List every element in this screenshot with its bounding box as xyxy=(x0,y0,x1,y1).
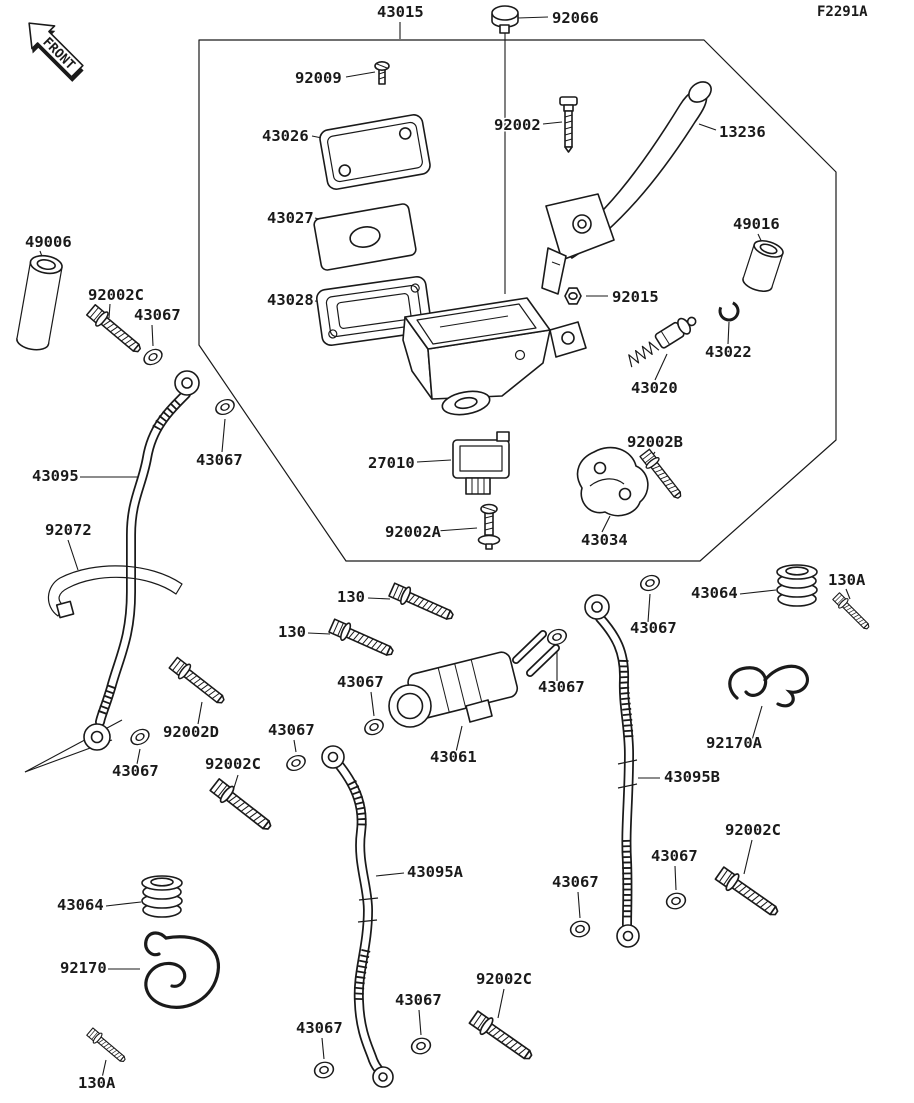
part-43067-washer-11 xyxy=(312,1059,336,1081)
part-label-130-2: 130 xyxy=(278,623,306,641)
part-43067-washer-3 xyxy=(637,572,663,594)
leader-lines xyxy=(24,16,851,1079)
part-43034-clamp xyxy=(576,446,649,517)
part-130-bolt-1 xyxy=(387,580,457,626)
part-92002c-bolt-right xyxy=(713,864,783,922)
part-43067-washer-10 xyxy=(409,1035,433,1057)
part-92002a-screw xyxy=(477,503,501,550)
part-label-92002c-3: 92002C xyxy=(725,821,781,839)
part-43095a-brake-hose xyxy=(321,745,394,1088)
part-43067-washer-6 xyxy=(127,725,153,749)
part-43028-diaphragm xyxy=(316,275,432,347)
part-label-92170: 92170 xyxy=(60,959,107,977)
part-92002d-bolt xyxy=(167,655,229,709)
part-92002-pivot-bolt xyxy=(559,96,578,153)
part-label-43067-3: 43067 xyxy=(630,619,677,637)
part-43067-washer-9 xyxy=(568,918,592,940)
part-label-92002d: 92002D xyxy=(163,723,219,741)
part-43027-diaphragm-plate xyxy=(313,203,417,271)
part-label-43067-11: 43067 xyxy=(296,1019,343,1037)
part-43067-washer-8 xyxy=(664,890,688,912)
part-label-130a-2: 130A xyxy=(78,1074,116,1092)
part-label-13236: 13236 xyxy=(719,123,766,141)
part-92170a-clip xyxy=(728,664,809,708)
part-label-92066: 92066 xyxy=(552,9,599,27)
part-43095b-brake-hose xyxy=(584,594,640,948)
part-43020-piston-set xyxy=(628,316,697,368)
part-master-cylinder-body xyxy=(402,297,587,416)
part-92002c-bolt-bottom xyxy=(467,1008,537,1066)
part-label-92002c-4: 92002C xyxy=(476,970,532,988)
part-label-43095b: 43095B xyxy=(664,768,720,786)
part-label-92170a: 92170A xyxy=(706,734,763,752)
part-92066-cap xyxy=(491,5,519,294)
part-label-92002a: 92002A xyxy=(385,523,442,541)
part-label-92002c-2: 92002C xyxy=(205,755,261,773)
part-label-43095: 43095 xyxy=(32,467,79,485)
part-49016-boot xyxy=(742,239,784,293)
part-label-43034: 43034 xyxy=(581,531,628,549)
assembly-boundary-outline xyxy=(198,39,837,562)
part-130-bolt-2 xyxy=(327,616,397,662)
part-43067-washer-5 xyxy=(544,626,570,648)
part-92009-screw xyxy=(374,60,390,85)
part-130a-bolt-left xyxy=(85,1026,129,1066)
part-label-43067-4: 43067 xyxy=(337,673,384,691)
part-label-92072: 92072 xyxy=(45,521,92,539)
part-label-49016: 49016 xyxy=(733,215,780,233)
part-label-43067-7: 43067 xyxy=(268,721,315,739)
part-label-43020: 43020 xyxy=(631,379,678,397)
part-43067-washer-4 xyxy=(361,715,387,739)
part-labels: 43015 92066 92009 43026 92002 13236 4302… xyxy=(24,2,868,1094)
part-92002c-bolt-mid xyxy=(207,776,277,836)
part-13236-brake-lever xyxy=(541,81,712,295)
part-label-43067-8: 43067 xyxy=(651,847,698,865)
part-43061-hose-joint xyxy=(388,630,560,728)
part-label-27010: 27010 xyxy=(368,454,415,472)
part-label-43061: 43061 xyxy=(430,748,477,766)
part-label-43022: 43022 xyxy=(705,343,752,361)
part-label-92009: 92009 xyxy=(295,69,342,87)
part-label-49006: 49006 xyxy=(25,233,72,251)
part-43067-washer-7 xyxy=(283,752,309,774)
part-label-43028: 43028 xyxy=(267,291,314,309)
part-43067-washer-1 xyxy=(140,345,166,369)
part-label-43067-2: 43067 xyxy=(196,451,243,469)
part-label-92002b: 92002B xyxy=(627,433,683,451)
part-label-130-1: 130 xyxy=(337,588,365,606)
part-92072-band xyxy=(47,565,183,619)
part-label-92002: 92002 xyxy=(494,116,541,134)
part-label-130a-1: 130A xyxy=(828,571,866,589)
part-43022-circlip xyxy=(718,300,740,322)
part-label-92015: 92015 xyxy=(612,288,659,306)
part-label-43064-2: 43064 xyxy=(57,896,104,914)
part-label-43067-10: 43067 xyxy=(395,991,442,1009)
part-92170-clip xyxy=(144,931,221,1009)
part-label-43015: 43015 xyxy=(377,3,424,21)
part-label-43067-6: 43067 xyxy=(112,762,159,780)
part-label-43064-1: 43064 xyxy=(691,584,738,602)
part-92015-nut xyxy=(564,287,582,305)
part-label-43067-5: 43067 xyxy=(538,678,585,696)
part-label-43067-9: 43067 xyxy=(552,873,599,891)
part-label-43027: 43027 xyxy=(267,209,314,227)
part-43064-grommet-right xyxy=(776,564,818,607)
part-43064-grommet-left xyxy=(141,875,183,918)
part-label-43067-1: 43067 xyxy=(134,306,181,324)
part-27010-brake-switch xyxy=(452,431,510,495)
part-label-92002c-1: 92002C xyxy=(88,286,144,304)
figure-code: F2291A xyxy=(817,4,868,20)
part-43026-reservoir-cap xyxy=(319,114,431,190)
part-130a-bolt-right xyxy=(831,591,873,633)
part-label-43095a: 43095A xyxy=(407,863,464,881)
part-43095-brake-hose xyxy=(83,370,200,751)
front-direction-arrow: FRONT xyxy=(28,22,84,82)
part-label-43026: 43026 xyxy=(262,127,309,145)
part-49006-boot xyxy=(16,254,63,351)
part-43067-washer-2 xyxy=(212,396,238,418)
